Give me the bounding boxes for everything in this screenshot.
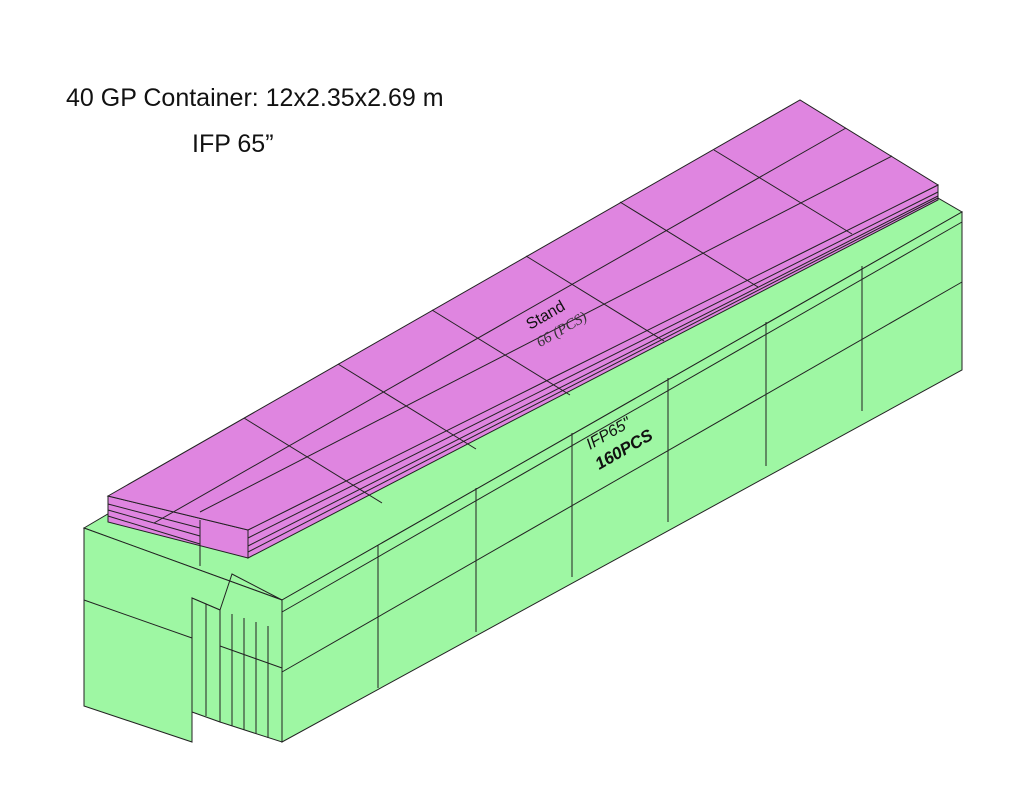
stand-top-cross-2 — [337, 363, 477, 450]
stand-top-cross-3 — [431, 309, 571, 396]
stand-top-cross-6 — [713, 149, 853, 235]
stand-layer-line-3 — [247, 197, 939, 553]
stand-top-cross-5 — [619, 201, 759, 288]
stand-top-long-2 — [199, 155, 893, 513]
stand-boxes-group — [106, 99, 940, 566]
stand-layer-line-1 — [247, 191, 939, 539]
stand-layer-top — [106, 99, 940, 531]
diagram-title: 40 GP Container: 12x2.35x2.69 m — [66, 84, 444, 112]
ifp-right-midline — [281, 281, 963, 673]
ifp-front-midline — [83, 599, 193, 639]
stand-top-cross-4 — [525, 255, 665, 342]
stand-top-long-1 — [153, 127, 847, 524]
stand-front-line-3 — [107, 515, 201, 545]
ifp-right-midline-2 — [281, 221, 963, 613]
ifp-front-midline-2 — [219, 645, 283, 669]
ifp-front-top-edge — [219, 573, 283, 611]
stand-front-line-1 — [107, 503, 201, 529]
diagram-subtitle: IFP 65” — [192, 130, 274, 158]
stand-layer-line-2 — [247, 195, 939, 547]
stand-top-cross-1 — [243, 417, 383, 504]
